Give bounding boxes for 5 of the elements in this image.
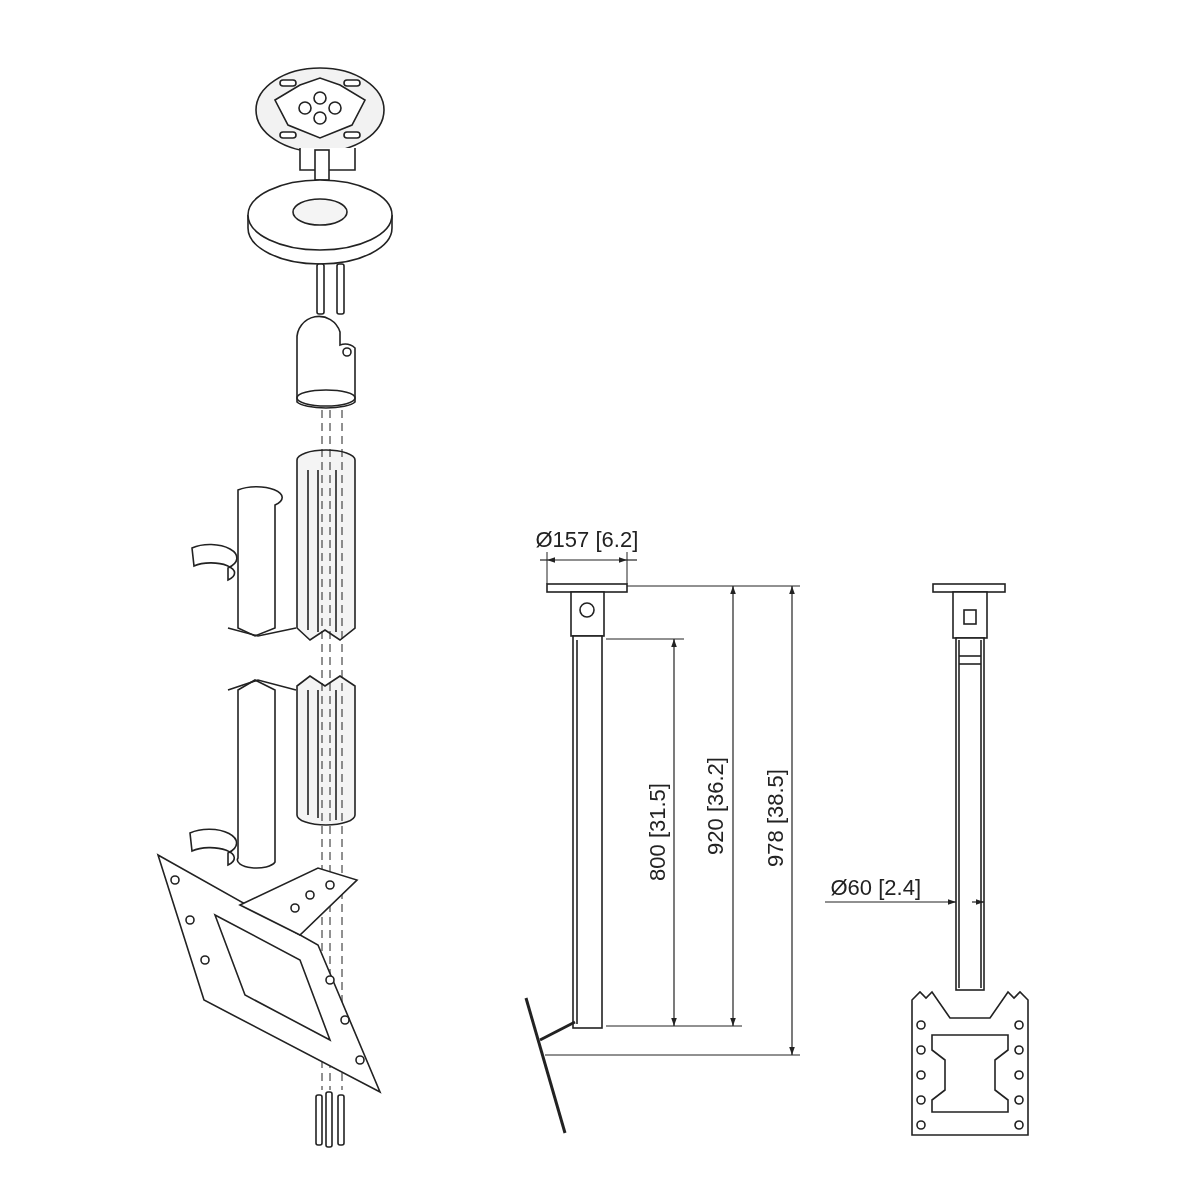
dimension-label: Ø60 [2.4] [830, 876, 921, 900]
dimension-label: 800 [31.5] [645, 783, 670, 881]
dimension-label: Ø157 [6.2] [535, 528, 639, 552]
dimension-label: 920 [36.2] [703, 757, 728, 855]
dimension-label: 978 [38.5] [763, 769, 788, 867]
